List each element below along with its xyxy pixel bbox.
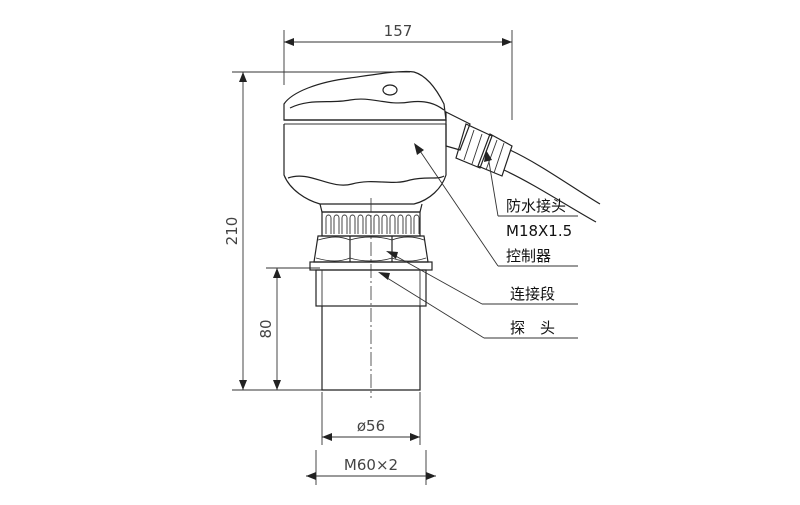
crown-rib: [357, 214, 364, 234]
leader-lines: [378, 143, 578, 339]
crown-rib: [413, 214, 420, 234]
probe-length-dimension: 80: [257, 267, 320, 390]
thread-dimension: M60×2: [306, 450, 436, 485]
crown-rib: [405, 214, 412, 234]
crown-rib: [389, 214, 396, 234]
label-waterproof-connector: 防水接头: [506, 197, 566, 215]
crown-rib: [373, 214, 380, 234]
diameter-dimension-label: ø56: [357, 417, 385, 435]
crown-rib: [397, 214, 404, 234]
label-connecting-section: 连接段: [510, 285, 555, 303]
crown-rib: [349, 214, 356, 234]
probe-length-dimension-label: 80: [257, 319, 275, 338]
label-probe: 探 头: [510, 319, 555, 337]
crown-rib: [341, 214, 348, 234]
height-dimension-label: 210: [223, 217, 241, 246]
label-controller: 控制器: [506, 247, 551, 265]
controller-housing: [283, 70, 447, 213]
probe-body: [321, 306, 421, 391]
crown-rib: [333, 214, 340, 234]
thread-dimension-label: M60×2: [344, 456, 398, 474]
cable-gland: [445, 111, 601, 223]
crown-rib: [325, 214, 332, 234]
diameter-dimension: ø56: [321, 392, 421, 445]
crown-rib: [365, 214, 372, 234]
crown-rib: [381, 214, 388, 234]
width-dimension-label: 157: [384, 22, 413, 40]
label-connector-thread: M18X1.5: [506, 222, 572, 240]
width-dimension: 157: [283, 22, 513, 120]
